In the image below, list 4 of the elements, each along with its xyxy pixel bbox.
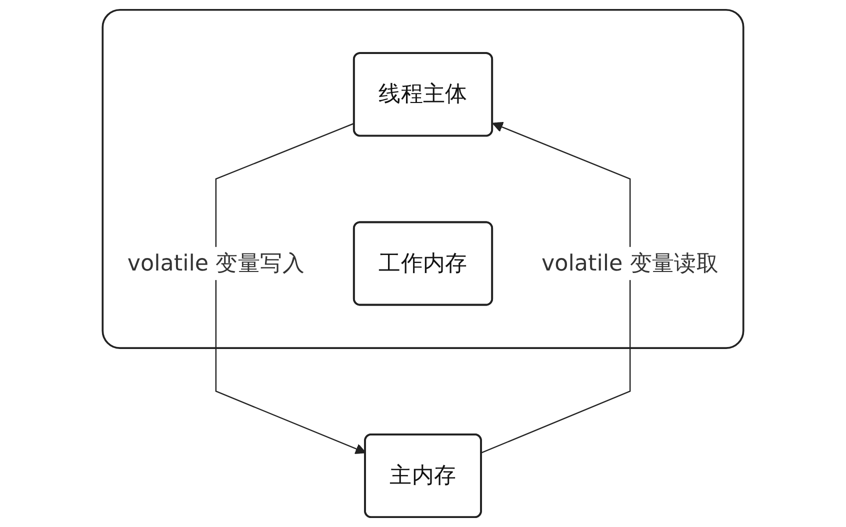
edge-label: volatile 变量读取	[541, 250, 719, 276]
edge-label: volatile 变量写入	[127, 250, 305, 276]
arrow	[481, 122, 631, 454]
cluster	[102, 8, 744, 349]
